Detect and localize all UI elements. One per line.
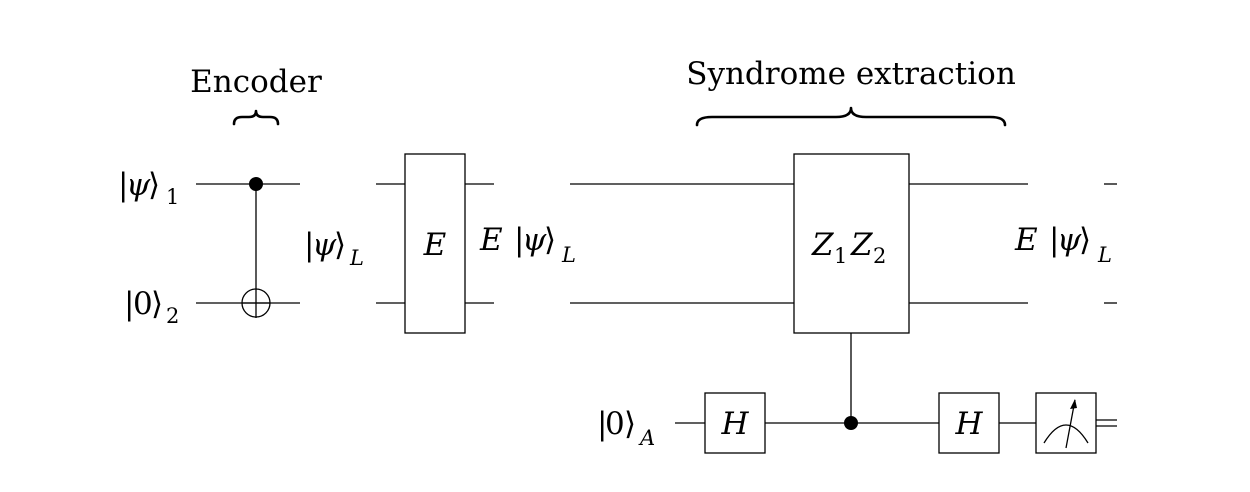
svg-text:0: 0 — [133, 286, 153, 322]
svg-text:ψ: ψ — [1057, 222, 1082, 258]
parity-gate — [793, 153, 910, 334]
svg-text:|: | — [124, 286, 134, 322]
parity-control-dot — [844, 416, 858, 430]
cnot-control-dot — [249, 177, 263, 191]
svg-text:⟩: ⟩ — [1079, 222, 1091, 258]
error-gate-label: E — [423, 227, 447, 263]
svg-text:⟩: ⟩ — [334, 227, 346, 263]
svg-text:|: | — [597, 406, 607, 442]
error-gate — [404, 153, 466, 334]
svg-text:L: L — [1097, 243, 1112, 267]
hadamard-gate-2 — [938, 392, 1000, 454]
meter-needle-arrowhead-icon — [1070, 399, 1077, 409]
syndrome-extraction-brace — [695, 106, 1007, 127]
encoder-brace — [232, 109, 280, 126]
hadamard-gate-2-label: H — [954, 406, 983, 442]
svg-text:1: 1 — [834, 244, 847, 268]
input-label-psi1: | ψ ⟩ 1 — [118, 167, 179, 209]
svg-text:Z: Z — [811, 227, 834, 263]
svg-text:|: | — [304, 227, 314, 263]
meter-arc-icon — [1043, 424, 1089, 444]
logical-state-label: | ψ ⟩ L — [304, 227, 364, 270]
svg-text:ψ: ψ — [126, 167, 151, 203]
input-label-zero2: | 0 ⟩ 2 — [124, 286, 179, 328]
svg-text:E: E — [479, 222, 503, 258]
svg-text:|: | — [514, 222, 524, 258]
output-state-label: E | ψ ⟩ L — [1014, 222, 1112, 267]
state-after-error-label: E | ψ ⟩ L — [479, 222, 576, 267]
svg-text:⟩: ⟩ — [148, 167, 160, 203]
svg-text:2: 2 — [873, 244, 886, 268]
parity-gate-label: Z 1 Z 2 — [811, 227, 886, 268]
svg-text:1: 1 — [166, 185, 179, 209]
hadamard-gate-1-label: H — [720, 406, 749, 442]
svg-text:A: A — [638, 426, 655, 450]
svg-text:2: 2 — [166, 304, 179, 328]
svg-text:ψ: ψ — [522, 222, 547, 258]
ancilla-label: | 0 ⟩ A — [597, 406, 655, 450]
svg-text:E: E — [1014, 222, 1038, 258]
svg-text:L: L — [349, 246, 364, 270]
svg-text:|: | — [118, 167, 128, 203]
svg-text:L: L — [561, 243, 576, 267]
svg-text:⟩: ⟩ — [624, 406, 636, 442]
encoder-label: Encoder — [190, 64, 322, 100]
svg-text:|: | — [1049, 222, 1059, 258]
hadamard-gate-1 — [704, 392, 766, 454]
syndrome-extraction-label: Syndrome extraction — [686, 56, 1016, 92]
svg-text:⟩: ⟩ — [544, 222, 556, 258]
svg-text:⟩: ⟩ — [151, 286, 163, 322]
svg-text:ψ: ψ — [312, 227, 337, 263]
svg-text:0: 0 — [605, 406, 625, 442]
svg-text:Z: Z — [850, 227, 873, 263]
measurement-box — [1035, 392, 1097, 454]
